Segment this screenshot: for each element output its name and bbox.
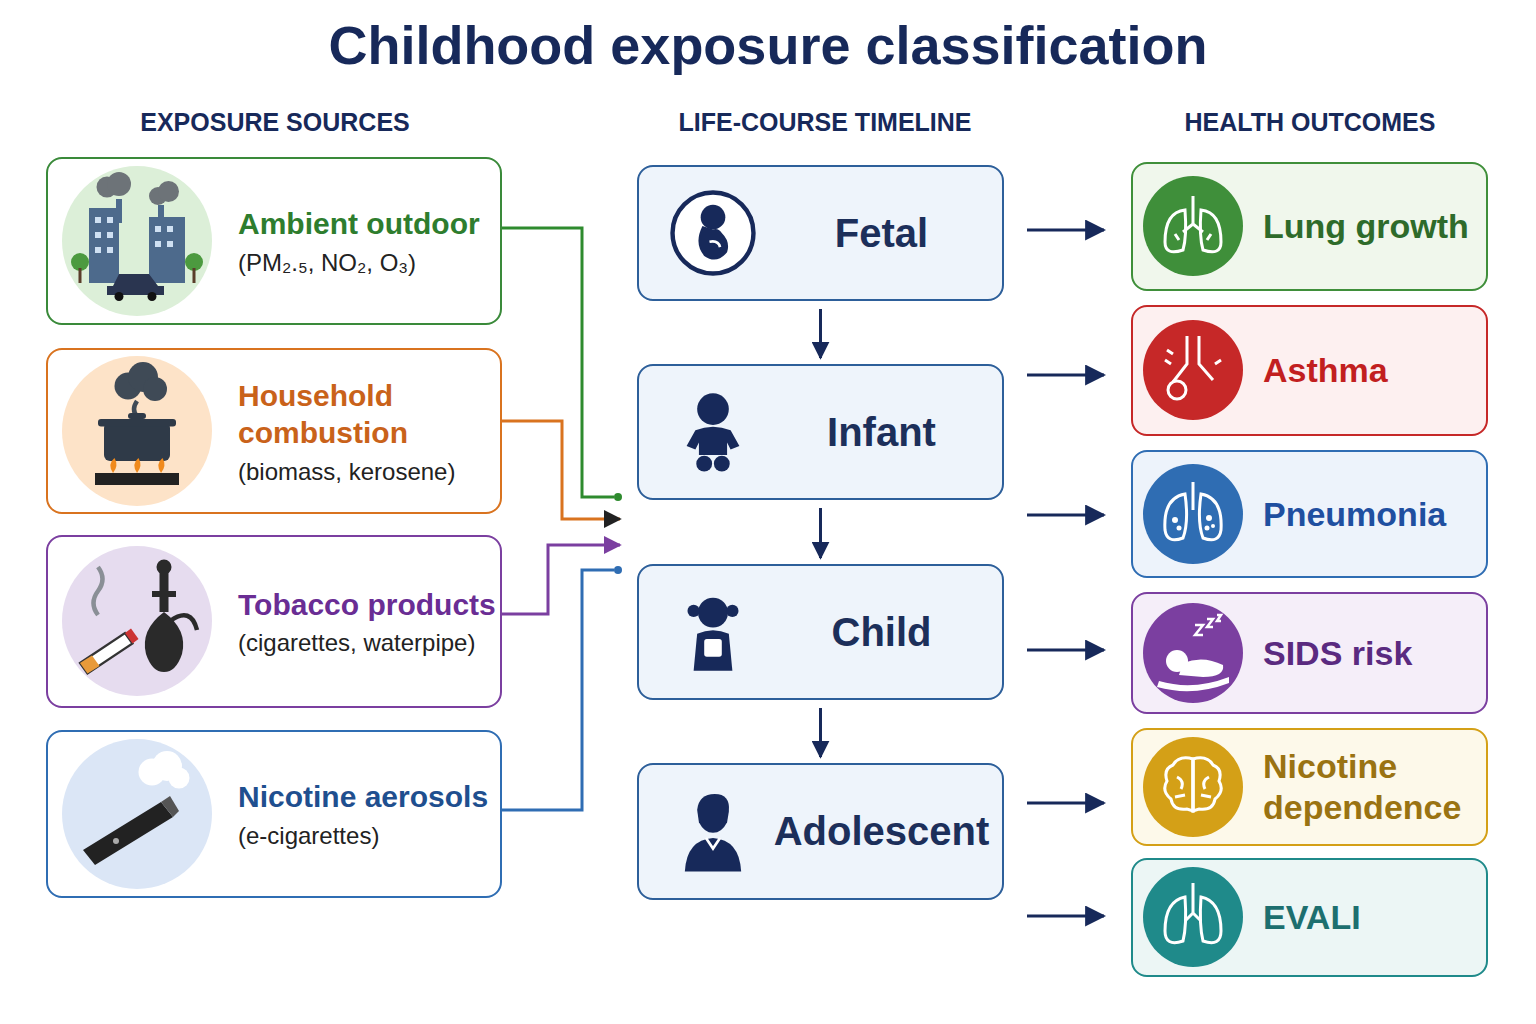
node-heading: EVALI	[1263, 897, 1481, 938]
node-icon	[62, 356, 212, 506]
node-heading: Adolescent	[769, 809, 994, 854]
stage-box: Fetal	[637, 165, 1004, 301]
outcome-arrow	[1027, 229, 1104, 232]
stage-box: Infant	[637, 364, 1004, 500]
exposure-box: Nicotine aerosols (e-cigarettes)	[46, 730, 502, 898]
outcome-box: Asthma	[1131, 305, 1488, 436]
column-header: HEALTH OUTCOMES	[1135, 108, 1485, 137]
merge-line	[502, 545, 620, 614]
merge-lines	[502, 228, 622, 810]
outcome-box: Lung growth	[1131, 162, 1488, 291]
text-block: Child	[769, 570, 994, 694]
node-subtext: (cigarettes, waterpipe)	[238, 629, 496, 657]
node-icon	[62, 546, 212, 696]
outcome-arrow	[1027, 514, 1104, 517]
text-block: Fetal	[769, 171, 994, 295]
stage-box: Child	[637, 564, 1004, 700]
column-header: EXPOSURE SOURCES	[60, 108, 490, 137]
outcome-box: Nicotine dependence	[1131, 728, 1488, 846]
node-heading: Nicotine aerosols	[238, 778, 496, 816]
node-heading: Ambient outdoor	[238, 205, 496, 243]
node-icon	[62, 166, 212, 316]
node-heading: Lung growth	[1263, 206, 1481, 247]
node-heading: SIDS risk	[1263, 633, 1481, 674]
outcome-arrow	[1027, 802, 1104, 805]
merge-line	[502, 228, 614, 497]
text-block: Nicotine aerosols (e-cigarettes)	[238, 736, 496, 892]
node-icon	[669, 588, 757, 676]
exposure-box: Ambient outdoor (PM₂.₅, NO₂, O₃)	[46, 157, 502, 325]
text-block: Tobacco products (cigarettes, waterpipe)	[238, 541, 496, 702]
node-subtext: (PM₂.₅, NO₂, O₃)	[238, 249, 496, 277]
text-block: Household combustion (biomass, kerosene)	[238, 354, 496, 508]
text-block: Nicotine dependence	[1263, 734, 1481, 840]
text-block: Asthma	[1263, 311, 1481, 430]
merge-line	[502, 570, 614, 810]
node-heading: Child	[769, 610, 994, 655]
timeline-arrow	[819, 309, 822, 358]
node-icon	[1143, 320, 1243, 420]
diagram-title: Childhood exposure classification	[0, 14, 1536, 76]
node-icon	[669, 787, 757, 875]
timeline-arrow	[819, 508, 822, 558]
node-heading: Pneumonia	[1263, 494, 1481, 535]
text-block: Ambient outdoor (PM₂.₅, NO₂, O₃)	[238, 163, 496, 319]
node-heading: Household combustion	[238, 377, 496, 452]
outcome-arrow	[1027, 649, 1104, 652]
node-heading: Asthma	[1263, 350, 1481, 391]
outcome-arrow	[1027, 374, 1104, 377]
node-heading: Fetal	[769, 211, 994, 256]
merge-line	[502, 421, 620, 519]
text-block: Pneumonia	[1263, 456, 1481, 572]
text-block: EVALI	[1263, 864, 1481, 971]
node-icon	[62, 739, 212, 889]
merge-dot	[614, 566, 622, 574]
text-block: Adolescent	[769, 769, 994, 894]
node-icon	[1143, 737, 1243, 837]
exposure-box: Household combustion (biomass, kerosene)	[46, 348, 502, 514]
node-heading: Tobacco products	[238, 586, 496, 624]
outcome-arrow	[1027, 915, 1104, 918]
text-block: Lung growth	[1263, 168, 1481, 285]
text-block: Infant	[769, 370, 994, 494]
outcome-box: SIDS risk	[1131, 592, 1488, 714]
node-icon	[1143, 464, 1243, 564]
node-subtext: (biomass, kerosene)	[238, 458, 496, 486]
node-heading: Nicotine dependence	[1263, 746, 1481, 828]
node-icon	[1143, 176, 1243, 276]
outcome-arrows	[1027, 230, 1104, 916]
timeline-arrow	[819, 708, 822, 757]
stage-box: Adolescent	[637, 763, 1004, 900]
text-block: SIDS risk	[1263, 598, 1481, 708]
node-icon	[1143, 867, 1243, 967]
node-icon	[669, 388, 757, 476]
node-icon	[669, 189, 757, 277]
node-heading: Infant	[769, 410, 994, 455]
node-subtext: (e-cigarettes)	[238, 822, 496, 850]
exposure-box: Tobacco products (cigarettes, waterpipe)	[46, 535, 502, 708]
node-icon	[1143, 603, 1243, 703]
merge-dot	[614, 493, 622, 501]
outcome-box: EVALI	[1131, 858, 1488, 977]
column-header: LIFE-COURSE TIMELINE	[640, 108, 1010, 137]
outcome-box: Pneumonia	[1131, 450, 1488, 578]
